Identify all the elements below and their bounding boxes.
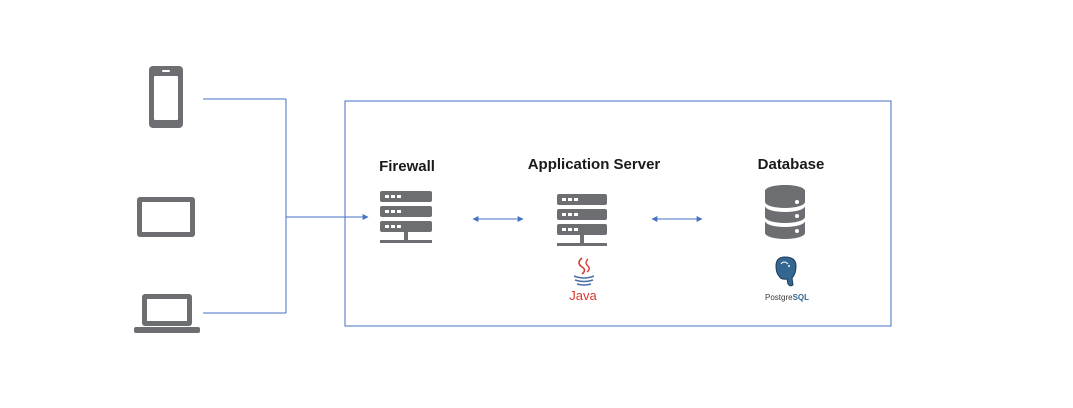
database-label: Database (758, 156, 825, 173)
java-logo-text: Java (569, 288, 597, 303)
java-logo-icon: Java (569, 257, 597, 303)
tablet-icon (137, 197, 195, 237)
client-connectors (203, 98, 369, 314)
postgresql-logo-icon: PostgreSQL (765, 256, 809, 302)
postgresql-logo-text-main: Postgre (765, 293, 793, 302)
postgresql-logo-text: PostgreSQL (765, 293, 809, 302)
database-icon (765, 185, 805, 239)
app-server-icon (557, 194, 607, 246)
app-server-label: Application Server (528, 156, 661, 173)
firewall-server-icon (380, 191, 432, 243)
server-zone-boundary (344, 100, 892, 327)
firewall-label: Firewall (379, 158, 435, 175)
phone-icon (149, 66, 183, 128)
postgresql-logo-text-accent: SQL (793, 293, 810, 302)
laptop-icon (134, 294, 200, 333)
